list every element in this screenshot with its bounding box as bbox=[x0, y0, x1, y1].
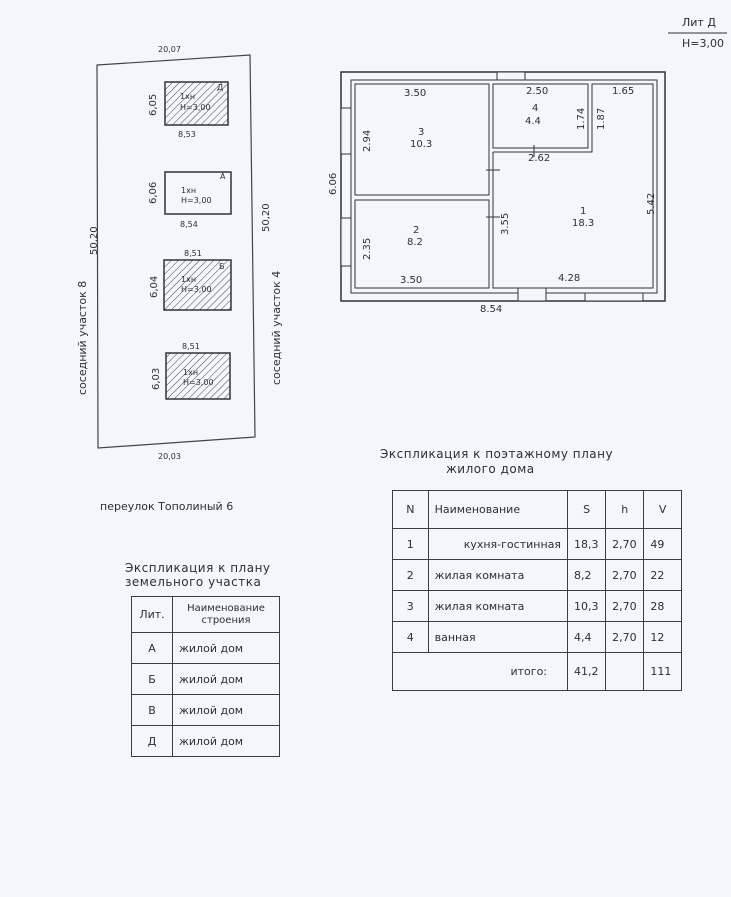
room-3-outline bbox=[354, 83, 490, 196]
site-dim-right: 50,20 bbox=[261, 203, 272, 232]
house-outer-wall bbox=[340, 71, 666, 302]
bb-floors: 1хн bbox=[181, 275, 197, 284]
bb-letter: Б bbox=[219, 262, 225, 271]
room-4-num: 4 bbox=[532, 103, 539, 114]
site-dim-left: 50,20 bbox=[89, 226, 100, 255]
bd-floors: 1хн bbox=[180, 92, 196, 101]
ft-total-label: итого: bbox=[391, 652, 569, 691]
ft-h-n: N bbox=[392, 490, 429, 529]
ft-h-name: Наименование bbox=[427, 490, 569, 529]
street-name: переулок Тополиный 6 bbox=[100, 500, 234, 513]
dim-h542: 5.42 bbox=[646, 192, 657, 215]
table-row: Б жилой дом bbox=[131, 663, 280, 695]
dim-r3-w: 3.50 bbox=[404, 88, 427, 99]
dim-r2-h: 2.35 bbox=[362, 237, 373, 260]
ba-floors: 1хн bbox=[181, 186, 197, 195]
site-dim-bottom: 20,03 bbox=[158, 452, 181, 461]
lt-h-name: Наименование строения bbox=[172, 596, 280, 633]
lt-h-lit: Лит. bbox=[131, 596, 173, 633]
lit-title: Лит Д bbox=[682, 16, 716, 29]
ft-total-v: 111 bbox=[643, 652, 682, 691]
lit-height: Н=3,00 bbox=[682, 37, 724, 50]
building-d bbox=[164, 81, 229, 126]
dim-w165: 1.65 bbox=[612, 86, 635, 97]
ba-h: Н=3,00 bbox=[181, 196, 212, 205]
bb-h: Н=3,00 bbox=[181, 285, 212, 294]
bb-d: 6,04 bbox=[149, 275, 160, 298]
dim-h355: 3.55 bbox=[500, 212, 511, 235]
site-dim-top: 20,07 bbox=[158, 45, 181, 54]
dim-r2-w: 3.50 bbox=[400, 275, 423, 286]
bd-h: Н=3,00 bbox=[180, 103, 211, 112]
bv-w: 8,51 bbox=[182, 342, 200, 351]
ba-letter: А bbox=[220, 172, 226, 181]
land-table-title-2: земельного участка bbox=[125, 575, 262, 589]
bv-h: Н=3,00 bbox=[183, 378, 214, 387]
building-v bbox=[165, 352, 231, 400]
site-boundary bbox=[96, 54, 256, 449]
room-4-outline bbox=[492, 83, 589, 149]
floor-table-title-2: жилого дома bbox=[446, 462, 535, 476]
table-row: 2 жилая комната 8,2 2,70 22 bbox=[392, 559, 682, 591]
ft-h-v: V bbox=[643, 490, 682, 529]
dim-h187: 1.87 bbox=[596, 107, 607, 130]
table-row: Д жилой дом bbox=[131, 725, 280, 757]
dim-total-h: 6.06 bbox=[328, 172, 339, 195]
room-3-num: 3 bbox=[418, 127, 425, 138]
room-1-num: 1 bbox=[580, 206, 587, 217]
bd-d: 6,05 bbox=[148, 93, 159, 116]
bb-w: 8,51 bbox=[184, 249, 202, 258]
room-2-outline bbox=[354, 199, 490, 289]
room-3-area: 10.3 bbox=[410, 139, 433, 150]
bd-w: 8,53 bbox=[178, 130, 196, 139]
bv-d: 6,03 bbox=[151, 367, 162, 390]
table-row: 3 жилая комната 10,3 2,70 28 bbox=[392, 590, 682, 622]
room-1-outline bbox=[492, 83, 654, 289]
room-4-area: 4.4 bbox=[525, 116, 541, 127]
dim-w262: 2.62 bbox=[528, 153, 551, 164]
dim-r3-h: 2.94 bbox=[362, 129, 373, 152]
floor-table-title-1: Экспликация к поэтажному плану bbox=[380, 447, 614, 461]
table-row: А жилой дом bbox=[131, 632, 280, 664]
neighbor-left: соседний участок 8 bbox=[76, 280, 89, 395]
ft-h-h: h bbox=[605, 490, 645, 529]
dim-total-w: 8.54 bbox=[480, 304, 503, 315]
ba-w: 8,54 bbox=[180, 220, 198, 229]
ft-total-s: 41,2 bbox=[567, 652, 607, 691]
neighbor-right: соседний участок 4 bbox=[270, 270, 283, 385]
room-2-num: 2 bbox=[413, 225, 420, 236]
building-b bbox=[163, 259, 232, 311]
dim-w428: 4.28 bbox=[558, 273, 581, 284]
building-a bbox=[164, 171, 232, 215]
land-table: Лит. Наименование строения А жилой дом Б… bbox=[131, 596, 280, 757]
total-row: итого: 41,2 111 bbox=[391, 652, 682, 691]
dim-r4-w: 2.50 bbox=[526, 86, 549, 97]
table-row: В жилой дом bbox=[131, 694, 280, 726]
bd-letter: Д bbox=[217, 83, 224, 92]
land-table-title-1: Экспликация к плану bbox=[125, 561, 271, 575]
table-row: 1 кухня-гостинная 18,3 2,70 49 bbox=[392, 528, 682, 560]
dim-r4-h: 1.74 bbox=[576, 107, 587, 130]
bv-floors: 1хн bbox=[183, 368, 199, 377]
ba-d: 6,06 bbox=[148, 181, 159, 204]
ft-h-s: S bbox=[567, 490, 607, 529]
room-1-area: 18.3 bbox=[572, 218, 595, 229]
table-row: 4 ванная 4,4 2,70 12 bbox=[392, 621, 682, 653]
room-2-area: 8.2 bbox=[407, 237, 423, 248]
floor-table: N Наименование S h V 1 кухня-гостинная 1… bbox=[391, 490, 682, 691]
